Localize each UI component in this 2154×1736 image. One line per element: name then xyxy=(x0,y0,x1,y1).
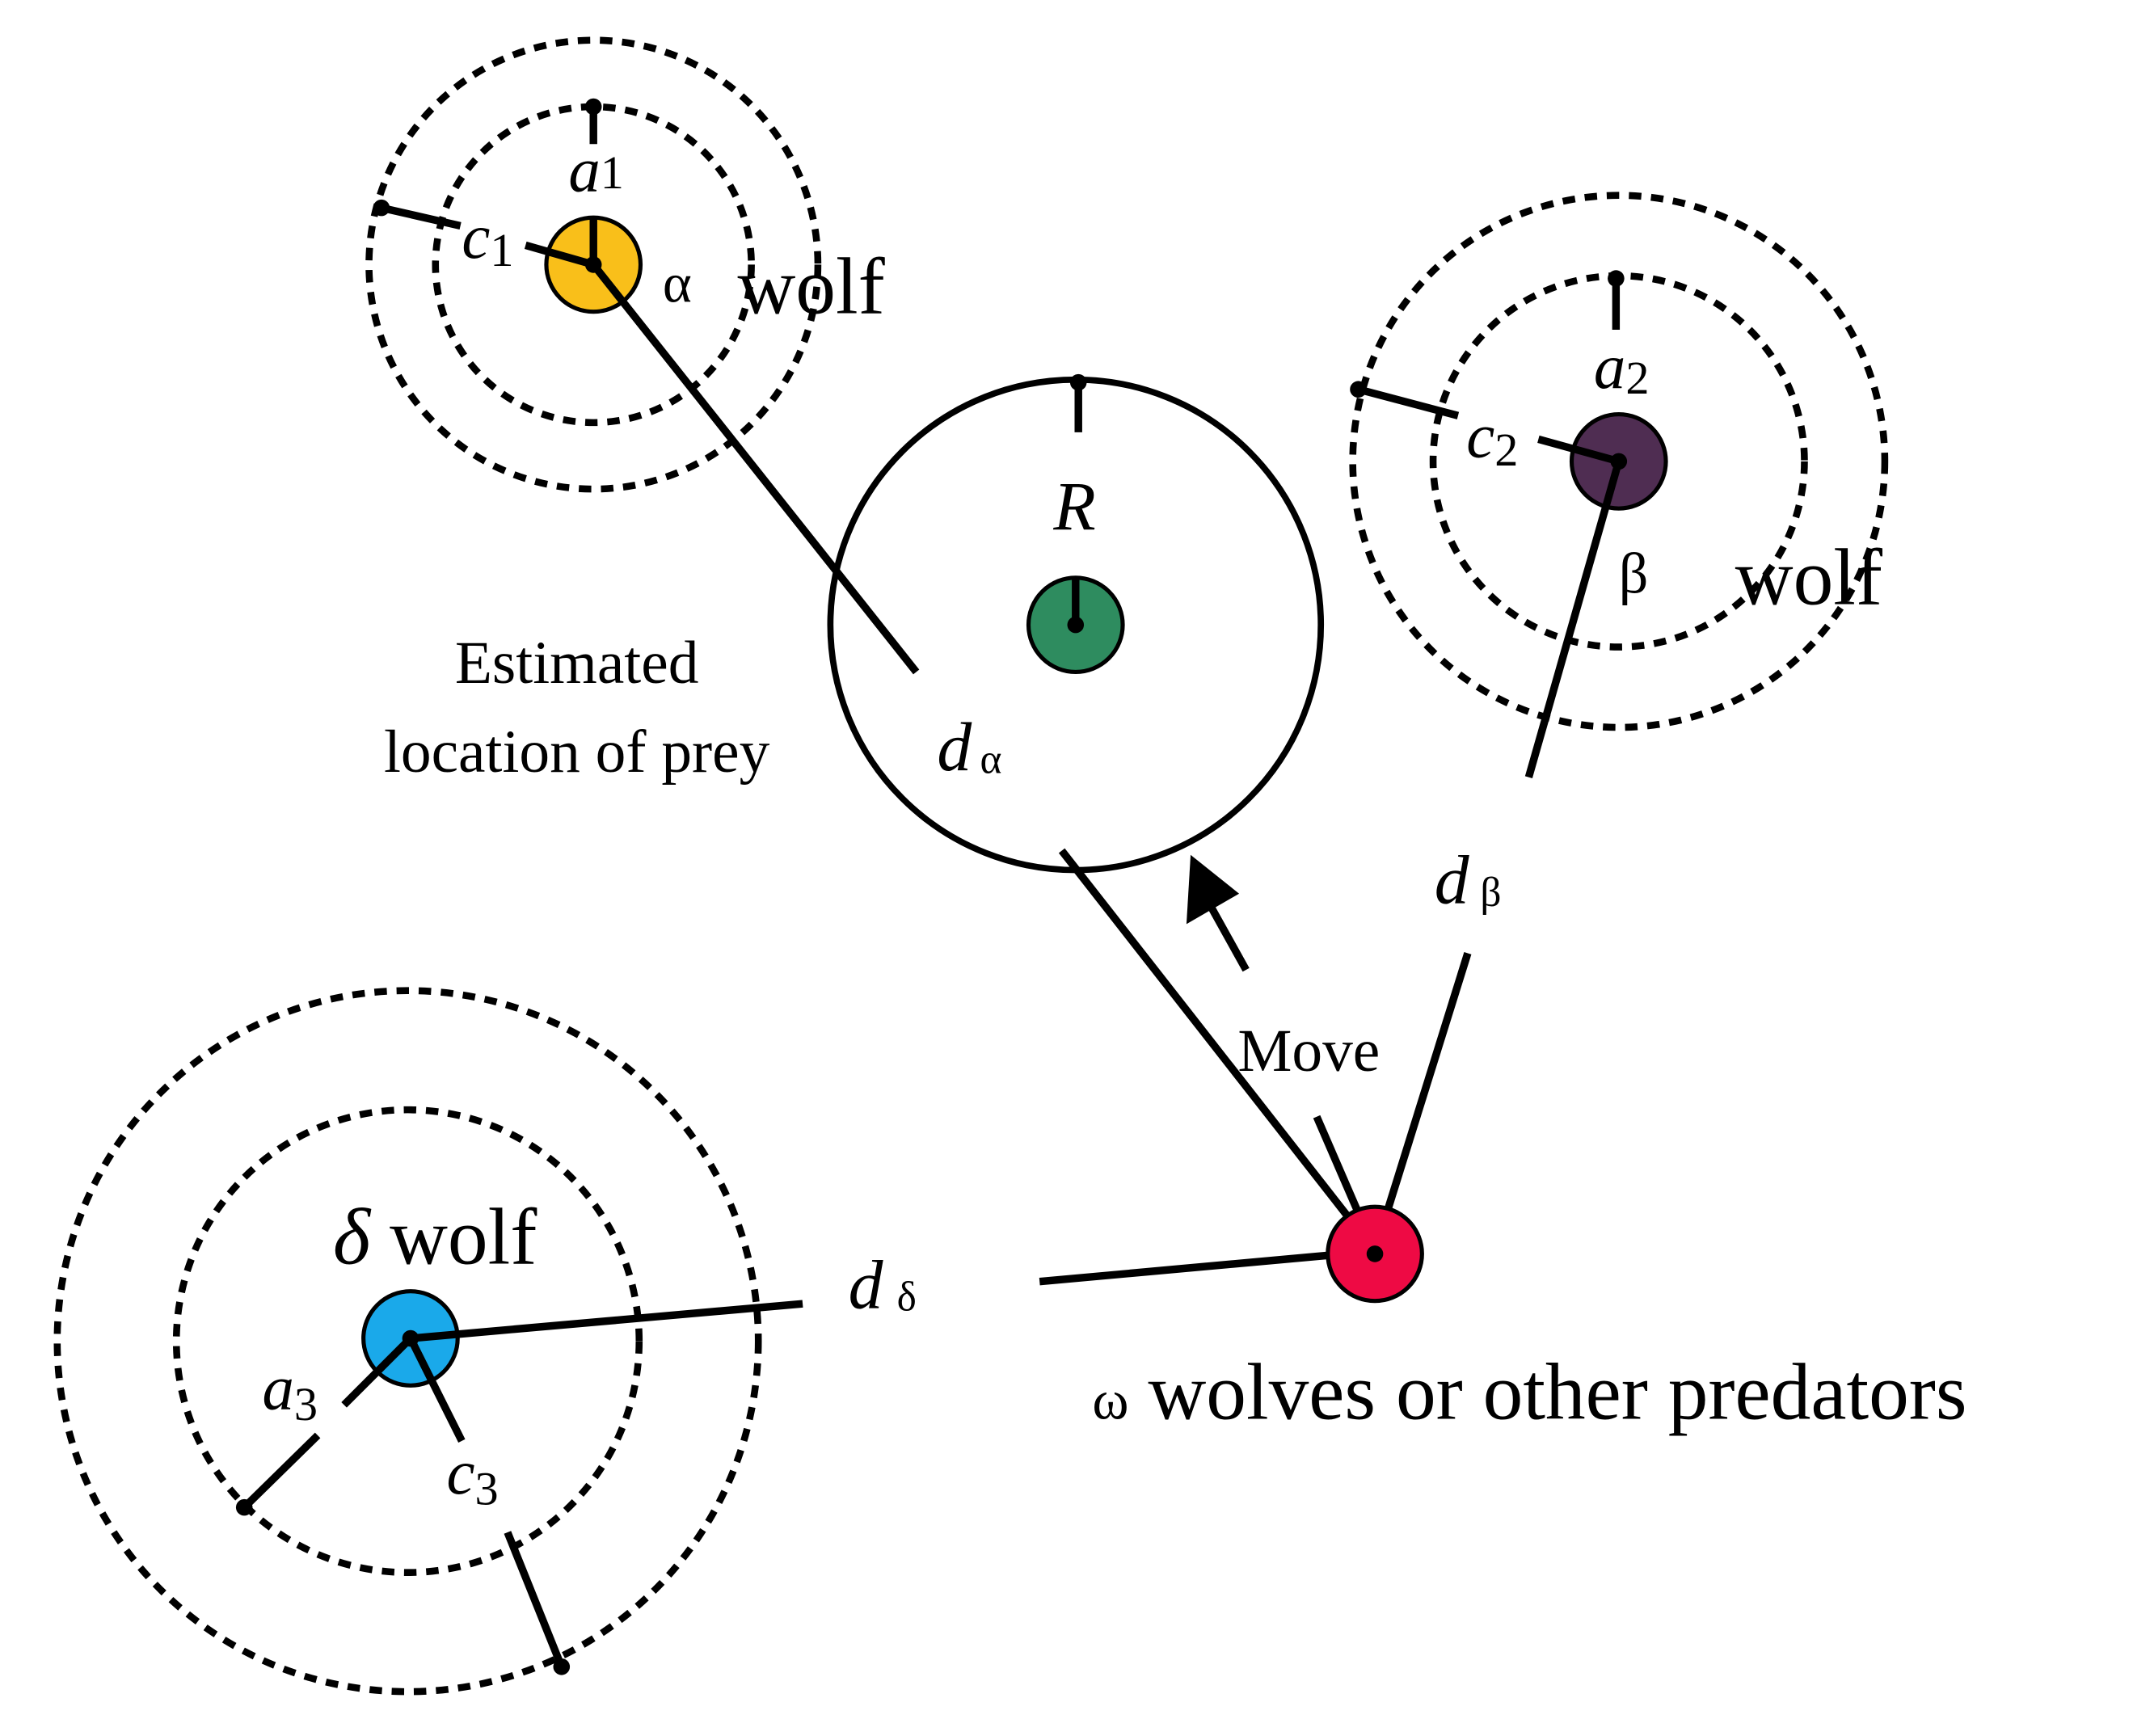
delta-center-dot xyxy=(402,1329,419,1347)
delta-a3-label: a3 xyxy=(263,1353,318,1431)
beta-a2-label: a2 xyxy=(1594,332,1650,404)
move-arrow-head xyxy=(1186,854,1240,925)
alpha-c1-endpoint xyxy=(373,199,390,217)
delta-outer-ring xyxy=(53,987,762,1696)
alpha-c1-line-outer xyxy=(380,204,462,230)
alpha-a1-endpoint xyxy=(584,98,602,116)
alpha-a1-label: a1 xyxy=(568,136,624,206)
beta-wolf-label: wolf xyxy=(1735,532,1883,622)
d-delta-line-inner xyxy=(410,1300,803,1342)
alpha-outer-ring xyxy=(365,36,822,493)
beta-c2-label: c2 xyxy=(1466,402,1518,476)
prey-description-line2: location of prey xyxy=(384,718,770,786)
beta-a2-endpoint xyxy=(1608,270,1625,287)
d-alpha-line xyxy=(590,262,920,675)
beta-c2-line-inner xyxy=(1537,435,1621,466)
prey-description-line1: Estimated xyxy=(455,630,699,697)
delta-inner-ring xyxy=(172,1106,643,1576)
alpha-wolf-group: a1 c1 α wolf xyxy=(365,36,920,675)
prey-center-dot xyxy=(1067,616,1085,634)
move-arrow-shaft xyxy=(1208,905,1250,972)
delta-a3-line-outer xyxy=(241,1432,321,1511)
alpha-c1-line-inner xyxy=(524,241,595,268)
prey-radius-label: R xyxy=(1052,468,1095,545)
beta-c2-line-outer xyxy=(1357,386,1460,419)
alpha-wolf-label: wolf xyxy=(738,241,886,331)
d-delta-line-outer xyxy=(1039,1247,1376,1286)
delta-c3-label: c3 xyxy=(447,1438,499,1515)
beta-outer-ring xyxy=(1349,192,1889,731)
beta-greek-label: β xyxy=(1619,541,1649,606)
delta-c3-line-outer xyxy=(504,1531,566,1669)
alpha-c1-label: c1 xyxy=(462,202,513,276)
d-beta-line-lower xyxy=(1371,952,1472,1253)
beta-wolf-group: a2 c2 β wolf xyxy=(1349,192,1889,779)
alpha-greek-label: α xyxy=(663,253,692,314)
d-alpha-line-lower xyxy=(1058,848,1378,1254)
delta-c3-line-inner xyxy=(407,1336,466,1443)
beta-c2-endpoint xyxy=(1350,381,1367,398)
omega-center-dot xyxy=(1366,1245,1384,1262)
d-beta-line-upper xyxy=(1524,460,1623,779)
prey-radius-endpoint xyxy=(1069,373,1087,391)
delta-c3-endpoint xyxy=(553,1658,571,1675)
delta-a3-line-inner xyxy=(341,1335,414,1408)
move-label: Move xyxy=(1237,1018,1380,1085)
delta-a3-endpoint xyxy=(235,1498,253,1516)
